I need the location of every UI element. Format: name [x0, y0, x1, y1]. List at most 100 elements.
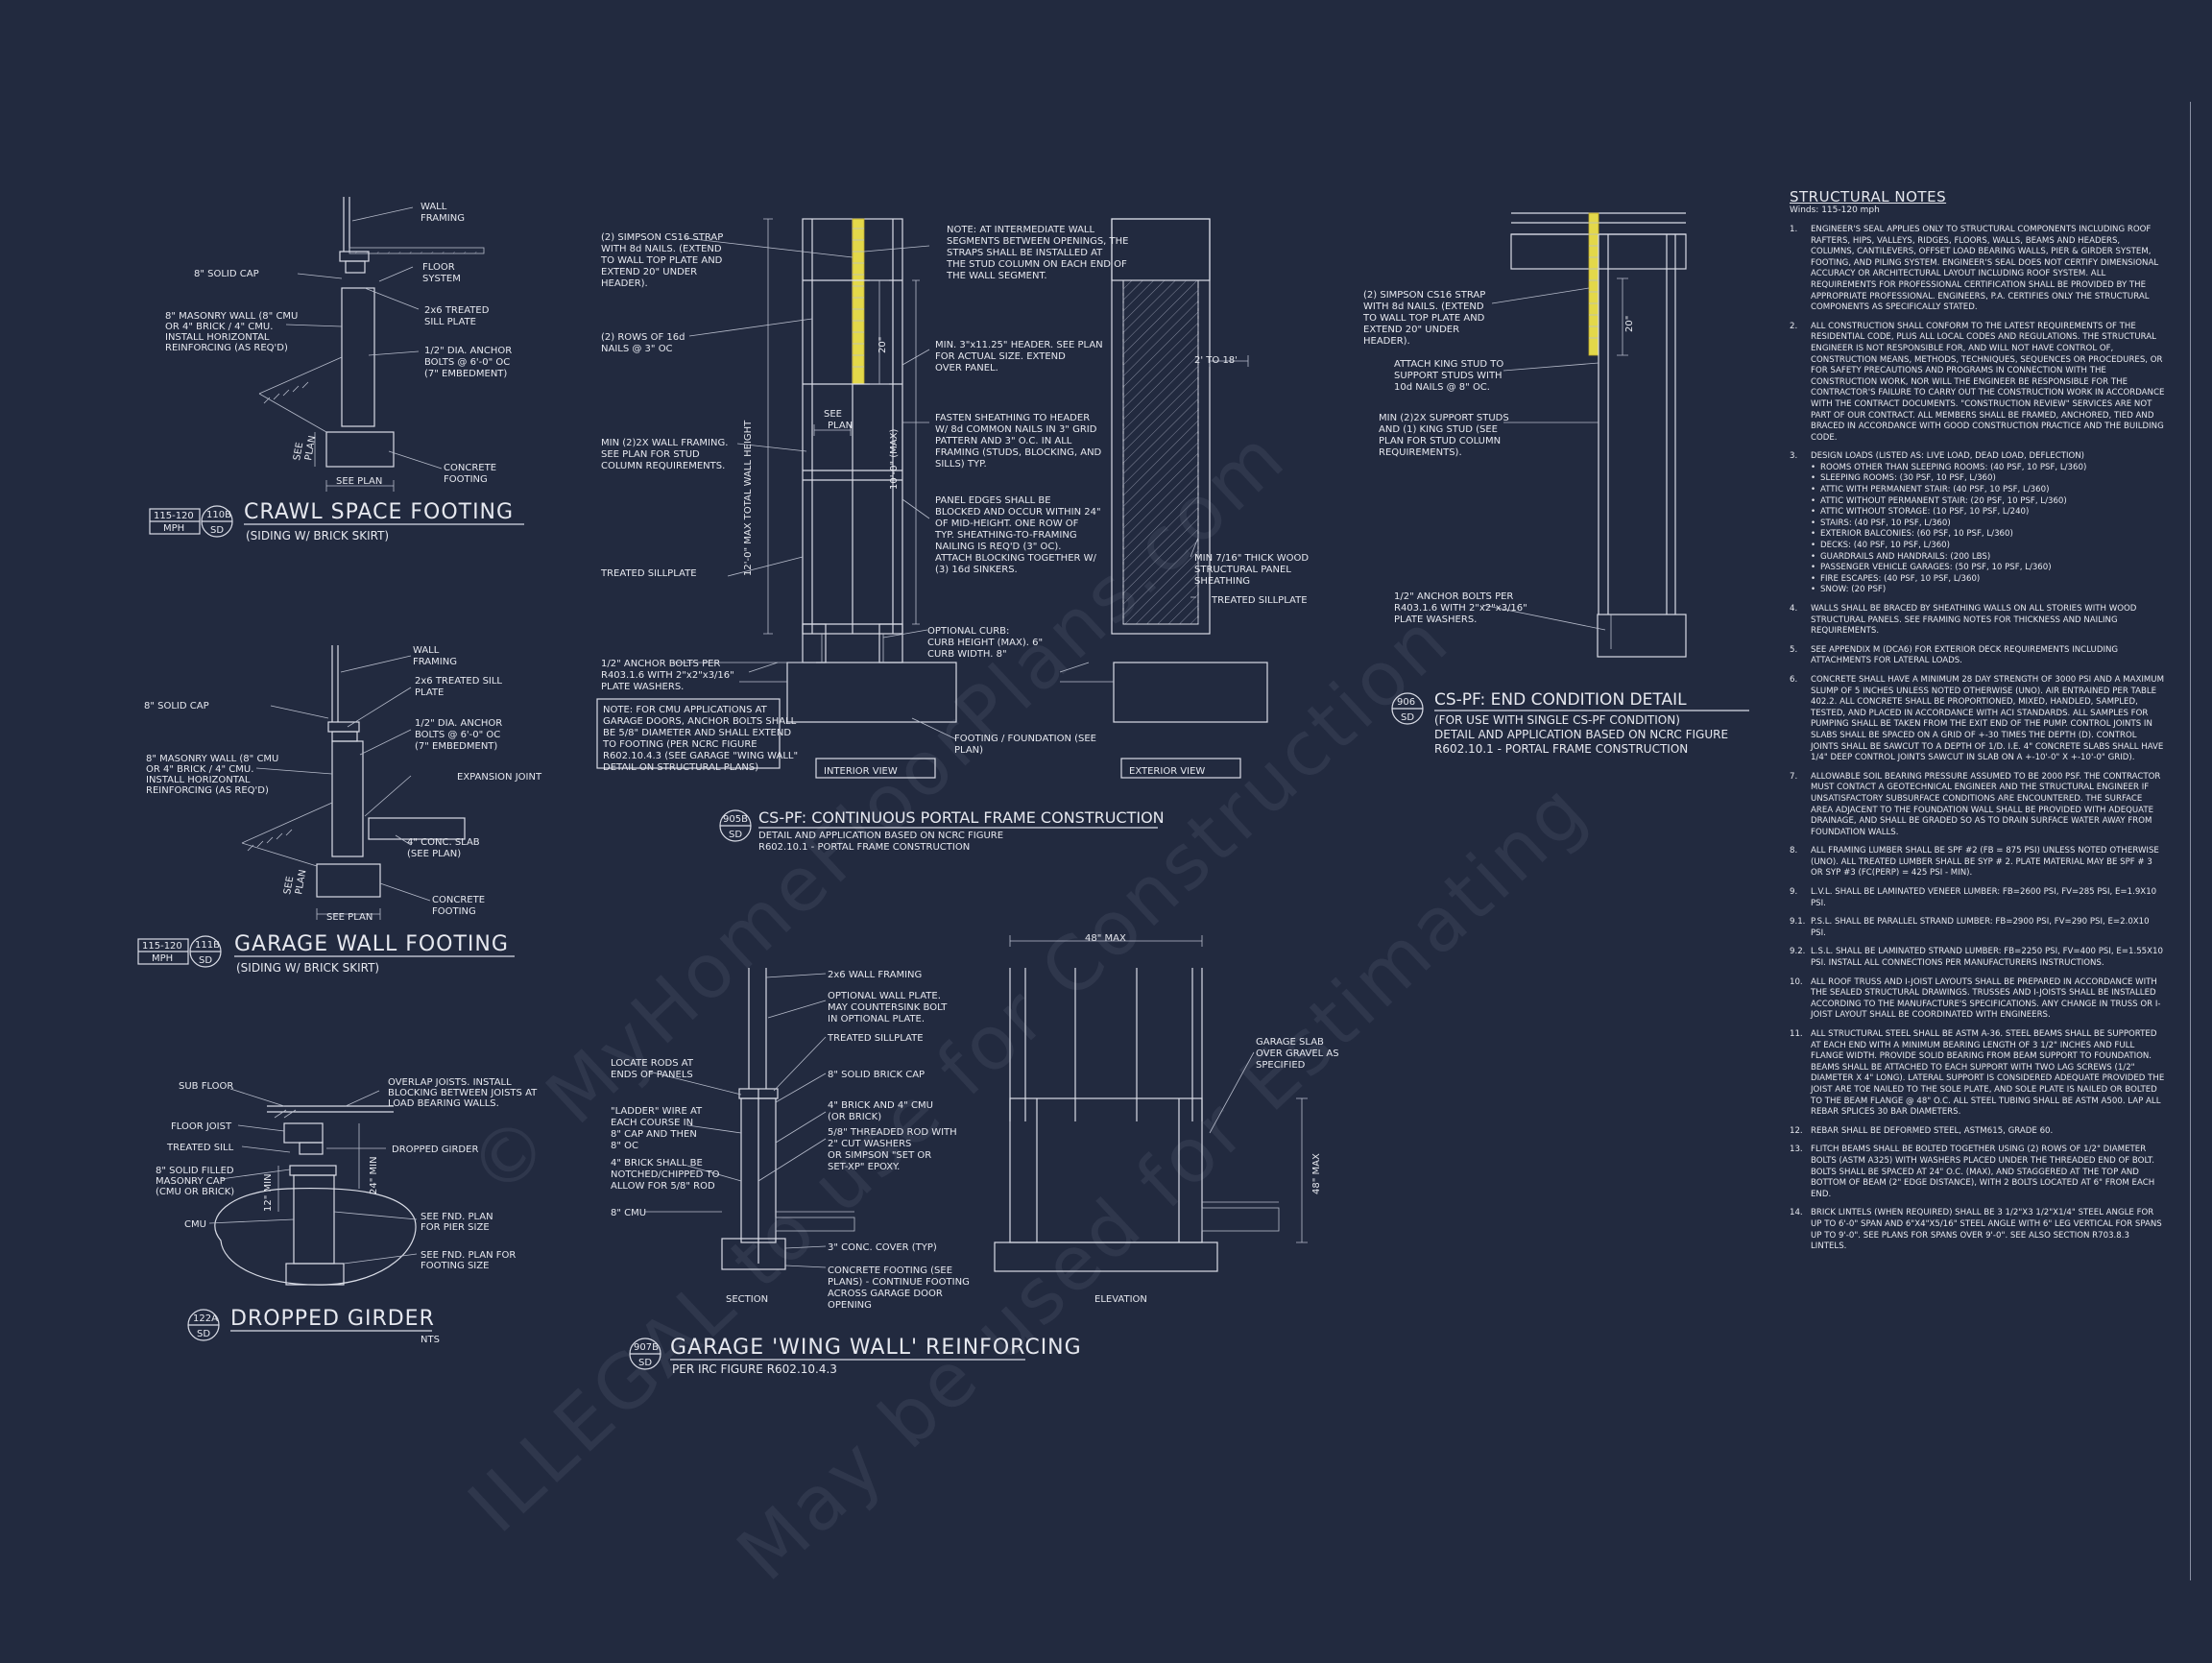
girder-callout-labels-15: SEE FND. PLAN FOR	[421, 1250, 516, 1261]
garage-callout-labels-9: 1/2" DIA. ANCHOR	[415, 718, 502, 729]
wingwall-callout-labels-11: 8" OC	[611, 1141, 638, 1151]
portal-callout-mid_labels-10: PATTERN AND 3" O.C. IN ALL	[935, 436, 1072, 446]
note-number: 8.	[1790, 846, 1798, 856]
portal-callout-mid_labels-16: TYP. SHEATHING-TO-FRAMING	[934, 530, 1077, 541]
portal-callout-left_labels-12: R403.1.6 WITH 2"x2"x3/16"	[601, 670, 734, 681]
garage-subtitle: (SIDING W/ BRICK SKIRT)	[236, 961, 379, 975]
portal-callout-left_labels-5: (2) ROWS OF 16d	[601, 332, 685, 343]
garage-callout-labels-16: PLAN	[294, 869, 308, 896]
garage-callout-labels-14: (SEE PLAN)	[407, 849, 461, 859]
note-item: 5.SEE APPENDIX M (DCA6) FOR EXTERIOR DEC…	[1790, 645, 2166, 667]
note-item: 10.ALL ROOF TRUSS AND I-JOIST LAYOUTS SH…	[1790, 977, 2166, 1022]
portal-callout-note_box-3: TO FOOTING (PER NCRC FIGURE	[602, 739, 757, 750]
crawl-callout-labels-16: SEE PLAN	[336, 476, 382, 487]
crawl-callout-labels-6: OR 4" BRICK / 4" CMU.	[165, 322, 273, 332]
note-item: 7.ALLOWABLE SOIL BEARING PRESSURE ASSUME…	[1790, 772, 2166, 839]
portal-callout-left_labels-3: EXTEND 20" UNDER	[601, 267, 697, 277]
portal-callout-note_box-1: GARAGE DOORS, ANCHOR BOLTS SHALL	[603, 716, 797, 727]
wingwall-bubble-sheet: SD	[638, 1358, 652, 1368]
note-number: 14.	[1790, 1208, 1803, 1218]
crawl-wind-tag-top: 115-120	[154, 511, 194, 521]
note-item: 11. ALL STRUCTURAL STEEL SHALL BE ASTM A-…	[1790, 1029, 2166, 1119]
wingwall-callout-labels-6: TREATED SILLPLATE	[827, 1033, 924, 1044]
crawl-callout-labels-13: (7" EMBEDMENT)	[424, 369, 507, 379]
note-text: ALL STRUCTURAL STEEL SHALL BE ASTM A-36.…	[1811, 1029, 2165, 1118]
portal-callout-mid_labels-8: FASTEN SHEATHING TO HEADER	[935, 413, 1090, 423]
girder-bubble-sheet: SD	[197, 1329, 210, 1339]
wingwall-callout-labels-25: ACROSS GARAGE DOOR	[828, 1289, 943, 1299]
endcond-callout-labels-13: R403.1.6 WITH 2"x2"x3/16"	[1394, 603, 1527, 614]
portal-callout-left_labels-9: COLUMN REQUIREMENTS.	[601, 461, 725, 471]
portal-subtitle-2: R602.10.1 - PORTAL FRAME CONSTRUCTION	[758, 842, 970, 853]
endcond-callout-labels-2: TO WALL TOP PLATE AND	[1362, 313, 1485, 324]
note-number: 5.	[1790, 644, 1798, 655]
note-text: ALL CONSTRUCTION SHALL CONFORM TO THE LA…	[1811, 321, 2165, 443]
endcond-subtitle-2: DETAIL AND APPLICATION BASED ON NCRC FIG…	[1434, 728, 1728, 741]
wingwall-title: GARAGE 'WING WALL' REINFORCING	[670, 1336, 1082, 1360]
garage-callout-labels-5: 8" MASONRY WALL (8" CMU	[146, 754, 278, 764]
load-item: ROOMS OTHER THAN SLEEPING ROOMS: (40 PSF…	[1811, 463, 2166, 474]
portal-callout-left_labels-11: 1/2" ANCHOR BOLTS PER	[601, 659, 720, 669]
garage-callout-labels-8: REINFORCING (AS REQ'D)	[146, 785, 269, 796]
portal-callout-mid_labels-22: CURB WIDTH. 8"	[927, 649, 1007, 660]
portal-callout-mid_labels-6: FOR ACTUAL SIZE. EXTEND	[935, 351, 1066, 362]
garage-callout-labels-10: BOLTS @ 6'-0" OC	[415, 730, 500, 740]
garage-title: GARAGE WALL FOOTING	[234, 932, 509, 956]
portal-callout-mid_labels-21: CURB HEIGHT (MAX). 6"	[927, 638, 1043, 648]
portal-callout-mid_labels-4: THE WALL SEGMENT.	[946, 271, 1047, 281]
girder-callout-labels-1: OVERLAP JOISTS. INSTALL	[388, 1077, 512, 1088]
note-number: 13.	[1790, 1145, 1803, 1155]
wingwall-callout-labels-4: LOCATE RODS AT	[611, 1058, 694, 1069]
crawl-callout-labels-4: SYSTEM	[422, 274, 461, 284]
garage-callout-labels-13: 4" CONC. SLAB	[407, 837, 480, 848]
portal-callout-view_labels-0: INTERIOR VIEW	[824, 766, 898, 777]
wingwall-callout-view_labels-0: SECTION	[726, 1294, 768, 1305]
load-item: GUARDRAILS AND HANDRAILS: (200 LBS)	[1811, 552, 2166, 564]
garage-callout-labels-17: SEE PLAN	[326, 912, 373, 923]
garage-callout-labels-4: PLATE	[415, 687, 444, 698]
wingwall-callout-labels-7: 8" SOLID BRICK CAP	[828, 1070, 925, 1080]
wingwall-callout-labels-20: ALLOW FOR 5/8" ROD	[611, 1181, 715, 1192]
garage-callout-labels-7: INSTALL HORIZONTAL	[146, 775, 251, 785]
endcond-callout-labels-9: AND (1) KING STUD (SEE	[1379, 424, 1498, 435]
endcond-callout-labels-7: 10d NAILS @ 8" OC.	[1394, 382, 1490, 393]
portal-callout-left_labels-10: TREATED SILLPLATE	[600, 568, 697, 579]
girder-callout-labels-6: DROPPED GIRDER	[392, 1145, 478, 1155]
wingwall-callout-labels-12: 4" BRICK AND 4" CMU	[828, 1100, 933, 1111]
garage-bubble-sheet: SD	[199, 955, 212, 966]
portal-callout-mid_labels-24: PLAN)	[954, 745, 983, 756]
crawl-callout-labels-0: WALL	[421, 202, 447, 212]
portal-callout-left_labels-8: SEE PLAN FOR STUD	[601, 449, 700, 460]
portal-callout-mid_labels-17: NAILING IS REQ'D (3" OC).	[935, 542, 1061, 552]
note-text: WALLS SHALL BE BRACED BY SHEATHING WALLS…	[1811, 604, 2137, 637]
portal-callout-mid_labels-1: SEGMENTS BETWEEN OPENINGS, THE	[947, 236, 1128, 247]
structural-notes: STRUCTURAL NOTES Winds: 115-120 mph 1.EN…	[1790, 188, 2166, 1261]
load-list: ROOMS OTHER THAN SLEEPING ROOMS: (40 PSF…	[1811, 463, 2166, 596]
endcond-callout-labels-5: ATTACH KING STUD TO	[1394, 359, 1503, 370]
crawl-title: CRAWL SPACE FOOTING	[244, 500, 514, 524]
wingwall-callout-labels-17: SET-XP" EPOXY.	[828, 1162, 900, 1172]
girder-callout-labels-0: SUB FLOOR	[179, 1081, 233, 1092]
crawl-callout-labels-9: 2x6 TREATED	[424, 305, 490, 316]
note-text: ENGINEER'S SEAL APPLIES ONLY TO STRUCTUR…	[1811, 225, 2159, 313]
note-text: L.S.L. SHALL BE LAMINATED STRAND LUMBER:…	[1811, 947, 2163, 969]
note-number: 11.	[1790, 1029, 1803, 1039]
wingwall-callout-labels-0: 2x6 WALL FRAMING	[828, 970, 922, 980]
endcond-callout-labels-6: SUPPORT STUDS WITH	[1394, 371, 1503, 381]
portal-callout-mid_labels-12: SILLS) TYP.	[935, 459, 987, 470]
wingwall-subtitle: PER IRC FIGURE R602.10.4.3	[672, 1362, 837, 1376]
load-item: SLEEPING ROOMS: (30 PSF, 10 PSF, L/360)	[1811, 473, 2166, 485]
load-item: ATTIC WITHOUT STORAGE: (10 PSF, 10 PSF, …	[1811, 507, 2166, 518]
note-number: 2.	[1790, 321, 1798, 331]
wingwall-callout-labels-22: 3" CONC. COVER (TYP)	[828, 1242, 937, 1253]
portal-callout-note_box-2: BE 5/8" DIAMETER AND SHALL EXTEND	[603, 728, 791, 738]
endcond-callout-labels-1: WITH 8d NAILS. (EXTEND	[1363, 301, 1484, 312]
portal-callout-mid_labels-14: BLOCKED AND OCCUR WITHIN 24"	[935, 507, 1101, 518]
girder-callout-labels-2: BLOCKING BETWEEN JOISTS AT	[388, 1088, 538, 1098]
